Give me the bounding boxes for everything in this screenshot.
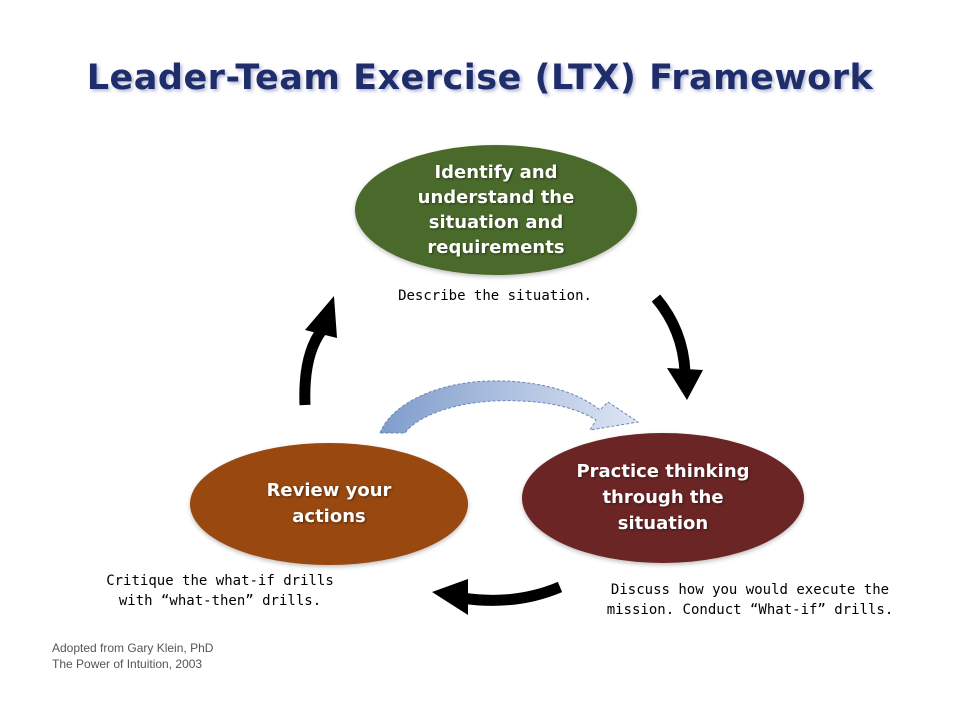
arrow-top-to-right <box>651 294 703 400</box>
description-review: Critique the what-if drills with “what-t… <box>106 573 334 609</box>
node-practice-thinking: Practice thinking through the situation <box>522 433 804 563</box>
description-practice: Discuss how you would execute the missio… <box>606 582 894 618</box>
inner-cycle-arrow <box>379 380 640 434</box>
node-identify-situation-label: Identify and understand the situation an… <box>417 162 575 258</box>
citation-footer: Adopted from Gary Klein, PhD The Power o… <box>52 640 213 672</box>
citation-line-author: Adopted from Gary Klein, PhD <box>52 641 214 655</box>
node-identify-situation: Identify and understand the situation an… <box>355 145 637 275</box>
node-review-actions: Review your actions <box>190 443 468 565</box>
node-practice-thinking-label: Practice thinking through the situation <box>576 461 750 534</box>
page-title: Leader-Team Exercise (LTX) Framework <box>86 58 874 98</box>
description-identify: Describe the situation. <box>398 288 592 304</box>
arrow-right-to-left <box>432 579 563 615</box>
arrow-left-to-top <box>299 296 337 406</box>
citation-line-book: The Power of Intuition, 2003 <box>52 657 203 671</box>
node-review-actions-label: Review your actions <box>266 480 392 527</box>
